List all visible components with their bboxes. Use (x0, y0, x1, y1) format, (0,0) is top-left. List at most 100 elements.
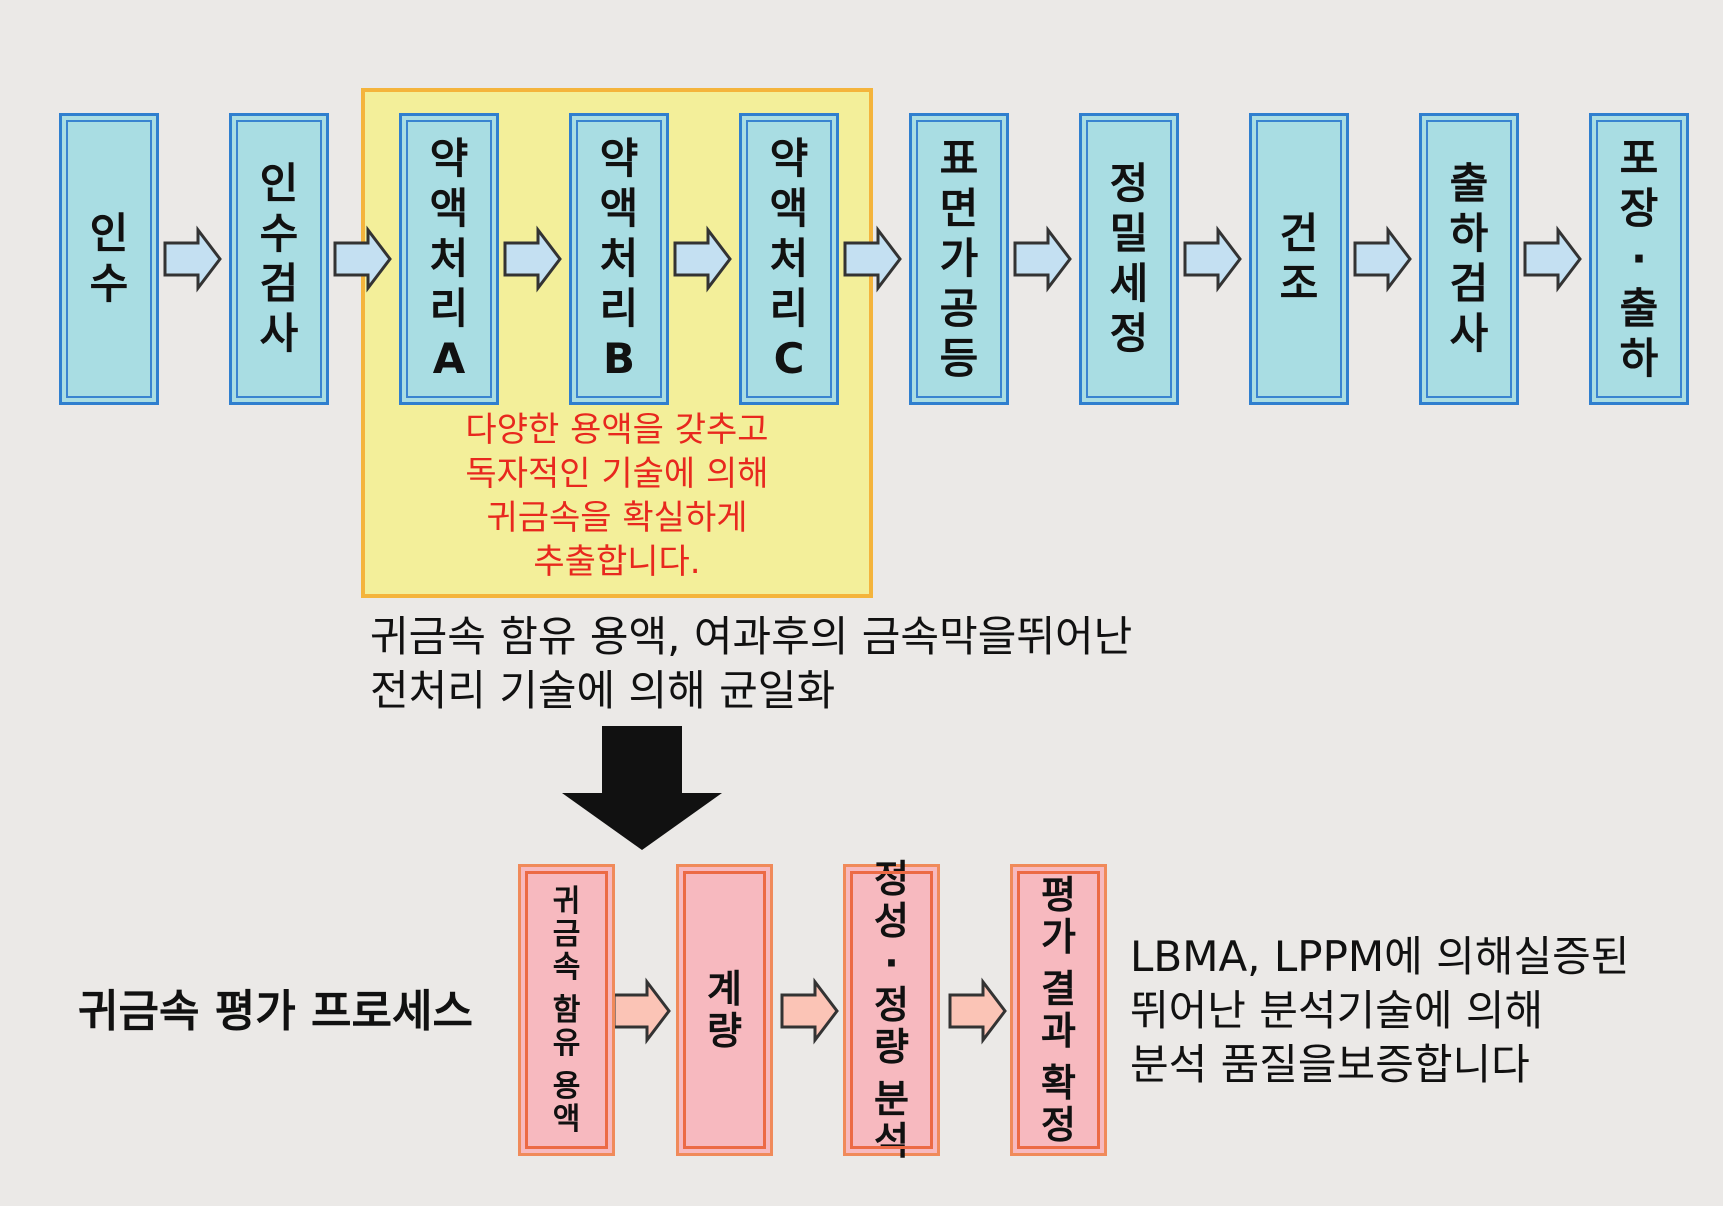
label-char: 과 (1041, 1009, 1076, 1053)
label-char: 정 (1041, 1103, 1076, 1147)
label-char: 액 (769, 184, 809, 233)
label-char: 정 (874, 857, 909, 901)
label-char: 확 (1041, 1061, 1076, 1105)
label-char: 리 (599, 284, 639, 333)
label-char: 금 (552, 916, 581, 952)
label-char: 분 (874, 1077, 909, 1121)
label-char: · (1631, 234, 1647, 283)
label-char: 가 (1041, 915, 1076, 959)
label-char: 포 (1619, 134, 1659, 183)
right-arrow-icon (163, 225, 222, 293)
right-arrow-icon (948, 977, 1007, 1045)
highlight-note-line: 다양한 용액을 갖추고 (465, 410, 769, 450)
label-char: 량 (707, 1009, 742, 1053)
label-char: B (602, 334, 635, 383)
pretreatment-caption-line: 귀금속 함유 용액, 여과후의 금속막을뛰어난 (370, 612, 1133, 661)
label-char: 검 (259, 259, 299, 308)
label-char: C (773, 334, 805, 383)
pretreatment-caption: 귀금속 함유 용액, 여과후의 금속막을뛰어난 전처리 기술에 의해 균일화 (370, 610, 1132, 718)
label-char: 출 (1449, 159, 1489, 208)
right-arrow-icon (612, 977, 671, 1045)
label-char: 공 (939, 284, 979, 333)
label-char: 세 (1109, 259, 1149, 308)
evaluation-note: LBMA, LPPM에 의해실증된 뛰어난 분석기술에 의해 분석 품질을보증합… (1130, 930, 1629, 1092)
label-char: 건 (1279, 209, 1319, 258)
label-char: 사 (259, 309, 299, 358)
label-char: 액 (552, 1101, 581, 1137)
evaluation-process-title: 귀금속 평가 프로세스 (78, 986, 473, 1037)
label-char: 함 (552, 992, 581, 1028)
label-char: 정 (1109, 159, 1149, 208)
label-char: 가 (939, 234, 979, 283)
label-char: 귀 (552, 883, 581, 919)
right-arrow-icon (673, 225, 732, 293)
label-char: 량 (874, 1025, 909, 1069)
evaluation-note-line: LBMA, LPPM에 의해실증된 (1130, 932, 1630, 981)
label-char: 리 (429, 284, 469, 333)
label-char: 용 (552, 1068, 581, 1104)
label-char: 약 (769, 134, 809, 183)
label-char: 평 (1041, 873, 1076, 917)
label-char: 약 (599, 134, 639, 183)
label-char: 처 (429, 234, 469, 283)
label-char: 등 (939, 334, 979, 383)
label-char: 정 (1109, 309, 1149, 358)
label-char: 인 (89, 209, 129, 258)
evaluation-note-line: 뛰어난 분석기술에 의해 (1130, 986, 1544, 1035)
highlight-note-line: 독자적인 기술에 의해 (465, 454, 769, 494)
right-arrow-icon (333, 225, 392, 293)
label-char: 수 (259, 209, 299, 258)
label-char: 리 (769, 284, 809, 333)
label-char: 처 (599, 234, 639, 283)
label-char: 표 (939, 134, 979, 183)
label-char: 속 (552, 949, 581, 985)
label-char: 약 (429, 134, 469, 183)
label-char: 출 (1619, 284, 1659, 333)
label-char: 면 (939, 184, 979, 233)
label-char: 성 (874, 899, 909, 943)
label-char: 석 (874, 1119, 909, 1163)
evaluation-note-line: 분석 품질을보증합니다 (1130, 1040, 1530, 1089)
highlight-note-line: 귀금속을 확실하게 (486, 498, 748, 538)
right-arrow-icon (503, 225, 562, 293)
label-char: 수 (89, 259, 129, 308)
label-char: 밀 (1109, 209, 1149, 258)
label-char: 액 (599, 184, 639, 233)
label-char: 하 (1619, 334, 1659, 383)
highlight-note: 다양한 용액을 갖추고 독자적인 기술에 의해 귀금속을 확실하게 추출합니다. (361, 408, 873, 584)
label-char: 하 (1449, 209, 1489, 258)
label-char: 정 (874, 983, 909, 1027)
label-char: 유 (552, 1025, 581, 1061)
highlight-note-line: 추출합니다. (533, 542, 701, 582)
label-char: 처 (769, 234, 809, 283)
right-arrow-icon (1353, 225, 1412, 293)
label-char: 결 (1041, 967, 1076, 1011)
pretreatment-caption-line: 전처리 기술에 의해 균일화 (370, 666, 836, 715)
